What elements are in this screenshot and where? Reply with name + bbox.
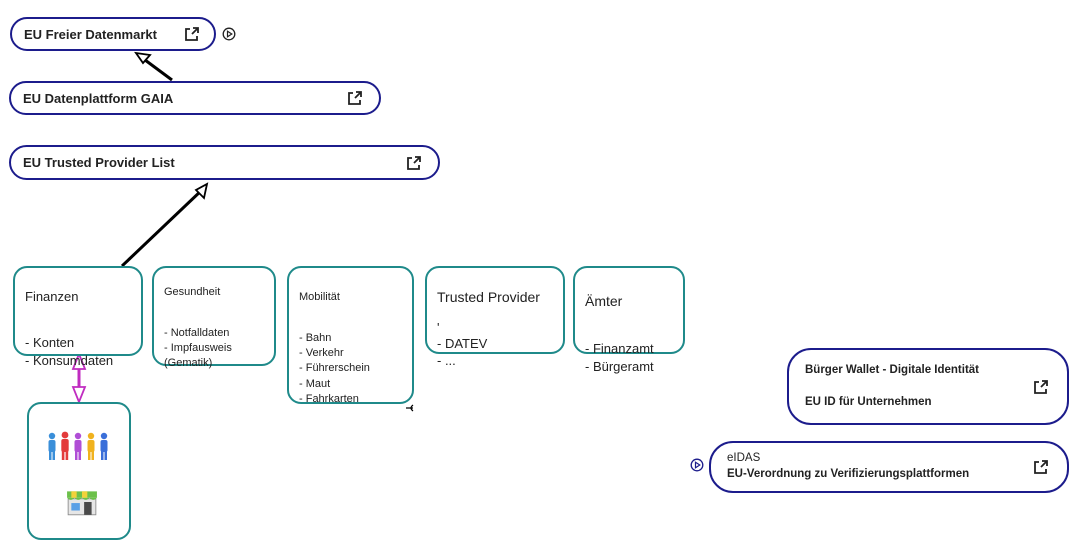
arrowhead-trusted <box>194 182 209 200</box>
external-link-icon[interactable] <box>1033 379 1049 395</box>
card-gesundheit[interactable]: Gesundheit - Notfalldaten - Impfausweis … <box>152 266 276 369</box>
card-title: Gesundheit <box>164 286 221 298</box>
card-title: Trusted Provider <box>437 289 540 305</box>
node-label-line2: EU ID für Unternehmen <box>805 395 932 408</box>
play-circle-icon[interactable] <box>690 458 704 472</box>
card-body: - Finanzamt - Bürgeramt <box>585 341 654 374</box>
card-trusted-provider[interactable]: Trusted Provider ' - DATEV - ... <box>425 266 565 368</box>
connector-gaia-freier <box>140 55 173 82</box>
node-eu-freier-datenmarkt[interactable]: EU Freier Datenmarkt <box>10 17 216 51</box>
card-body: - Bahn - Verkehr - Führerschein - Maut -… <box>299 332 370 405</box>
card-body: ' - DATEV - ... <box>437 320 488 368</box>
node-label-line2: EU-Verordnung zu Verifizierungsplattform… <box>727 468 970 480</box>
play-circle-icon[interactable] <box>222 27 236 41</box>
node-eu-trusted-provider-list[interactable]: EU Trusted Provider List <box>9 145 440 180</box>
external-link-icon[interactable] <box>347 90 363 106</box>
card-body: - Konten - Konsumdaten <box>25 335 114 368</box>
connector-finanzen-trusted <box>120 187 205 268</box>
collapse-marker-icon <box>406 404 414 412</box>
node-label: EU Datenplattform GAIA <box>23 90 174 106</box>
shop-icon <box>67 491 97 516</box>
external-link-icon[interactable] <box>1033 459 1049 475</box>
card-aemter[interactable]: Ämter - Finanzamt - Bürgeramt <box>573 266 685 374</box>
people-icon <box>48 431 108 460</box>
arrowhead-down <box>71 386 87 405</box>
node-eu-datenplattform-gaia[interactable]: EU Datenplattform GAIA <box>9 81 381 115</box>
external-link-icon[interactable] <box>406 155 422 171</box>
node-label-line1: eIDAS <box>727 452 761 465</box>
node-label: EU Trusted Provider List <box>23 155 175 170</box>
node-label: EU Freier Datenmarkt <box>24 26 157 42</box>
arrowhead-up <box>71 351 87 370</box>
arrowhead-freier <box>134 51 152 65</box>
card-people-shop[interactable] <box>27 402 131 540</box>
node-label-line1: Bürger Wallet - Digitale Identität <box>805 363 980 376</box>
card-mobilitaet[interactable]: Mobilität - Bahn - Verkehr - Führerschei… <box>287 266 414 405</box>
external-link-icon[interactable] <box>184 26 200 42</box>
node-eidas[interactable]: eIDAS EU-Verordnung zu Verifizierungspla… <box>709 441 1069 493</box>
card-title: Ämter <box>585 293 623 309</box>
card-title: Finanzen <box>25 289 79 304</box>
card-body: - Notfalldaten - Impfausweis (Gematik) <box>164 327 232 369</box>
node-buerger-wallet[interactable]: Bürger Wallet - Digitale Identität EU ID… <box>787 348 1069 425</box>
card-finanzen[interactable]: Finanzen - Konten - Konsumdaten <box>13 266 143 368</box>
card-title: Mobilität <box>299 291 340 303</box>
